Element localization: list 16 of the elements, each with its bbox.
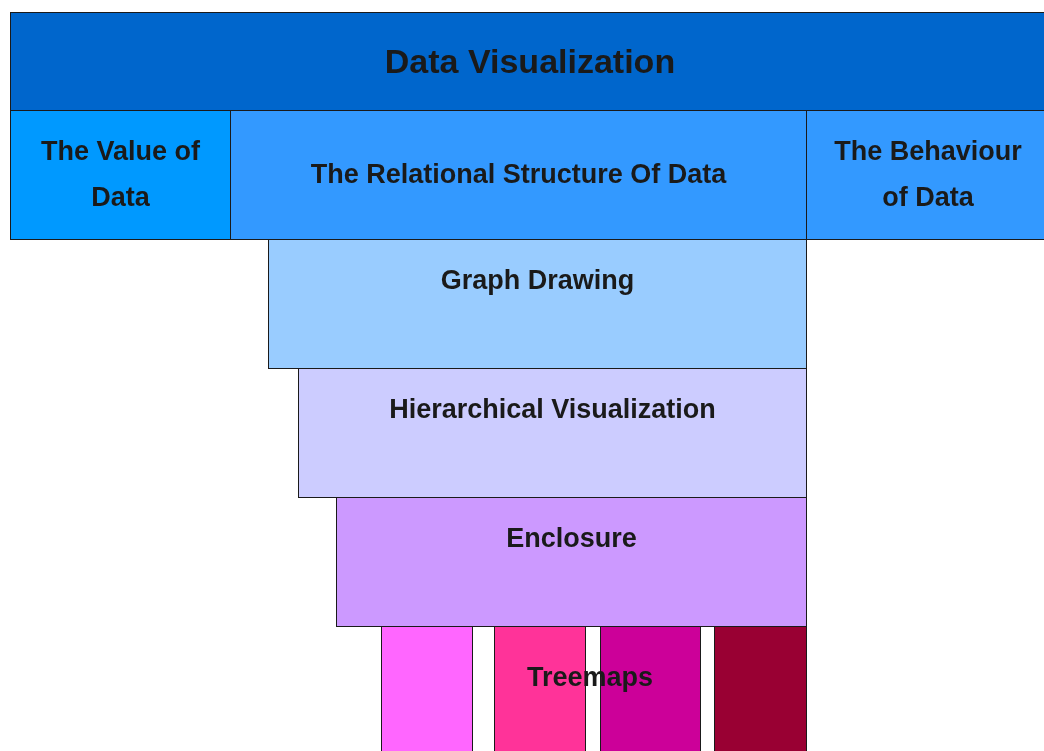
category-box [806,110,1044,240]
treemap-bar [714,626,807,751]
category-box [298,368,807,498]
box-label: The Behaviour of Data [833,135,1023,214]
box-label: The Relational Structure Of Data [310,158,727,192]
category-box [10,110,231,240]
category-box [230,110,807,240]
box-label: Graph Drawing [440,264,635,297]
title-text: Data Visualization [384,40,676,82]
box-label: Enclosure [506,522,637,555]
header-bar [10,12,1044,111]
treemap-bar [381,626,473,751]
category-box [268,239,807,369]
box-label: Hierarchical Visualization [389,393,716,426]
category-box [336,497,807,627]
box-label: The Value of Data [39,135,201,214]
